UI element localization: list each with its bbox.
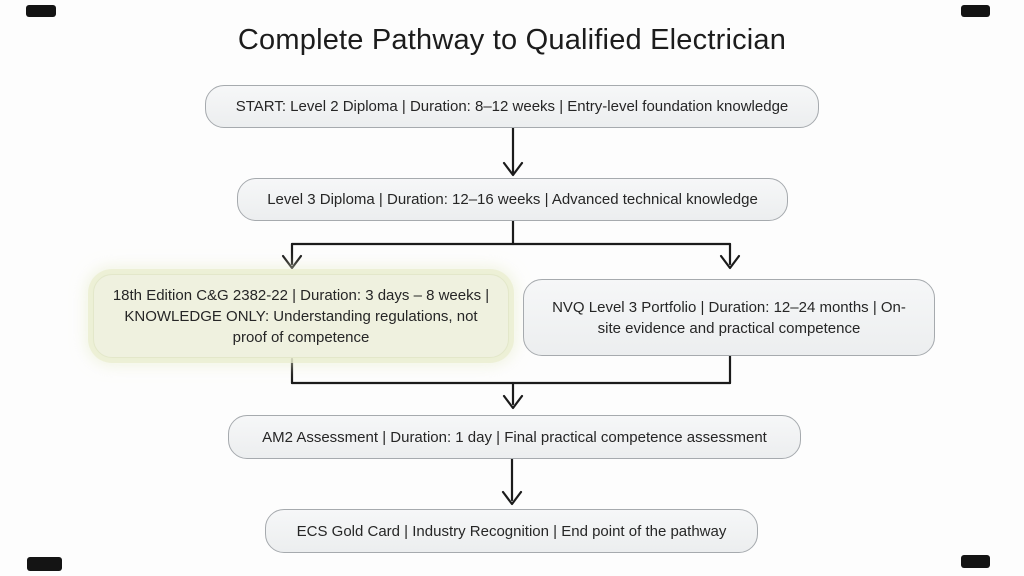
branch-merge-connector <box>290 354 732 410</box>
node-start-level2-diploma: START: Level 2 Diploma | Duration: 8–12 … <box>205 85 819 128</box>
node-nvq-level3-portfolio: NVQ Level 3 Portfolio | Duration: 12–24 … <box>523 279 935 356</box>
node-label: NVQ Level 3 Portfolio | Duration: 12–24 … <box>552 298 906 337</box>
node-level3-diploma: Level 3 Diploma | Duration: 12–16 weeks … <box>237 178 788 221</box>
arrowhead-icon <box>502 161 524 177</box>
node-am2-assessment: AM2 Assessment | Duration: 1 day | Final… <box>228 415 801 459</box>
arrow-down-start-to-level3 <box>502 126 524 177</box>
node-ecs-gold-card: ECS Gold Card | Industry Recognition | E… <box>265 509 758 553</box>
arrowhead-icon <box>719 254 741 270</box>
corner-mark-top-right <box>961 5 990 17</box>
arrowhead-icon <box>501 490 523 506</box>
node-label: 18th Edition C&G 2382-22 | Duration: 3 d… <box>112 286 490 346</box>
corner-mark-bottom-right <box>961 555 990 568</box>
arrowhead-icon <box>502 394 524 410</box>
branch-split-connector <box>281 219 741 270</box>
corner-mark-top-left <box>26 5 56 17</box>
node-18th-edition-highlighted: 18th Edition C&G 2382-22 | Duration: 3 d… <box>93 274 509 358</box>
node-label: START: Level 2 Diploma | Duration: 8–12 … <box>235 98 789 115</box>
diagram-title: Complete Pathway to Qualified Electricia… <box>237 24 787 56</box>
node-label: ECS Gold Card | Industry Recognition | E… <box>296 522 727 540</box>
corner-mark-bottom-left <box>27 557 62 571</box>
arrow-down-am2-to-ecs <box>501 457 523 506</box>
arrowhead-icon <box>281 254 303 270</box>
node-label: Level 3 Diploma | Duration: 12–16 weeks … <box>267 191 758 208</box>
node-label: AM2 Assessment | Duration: 1 day | Final… <box>262 428 767 446</box>
